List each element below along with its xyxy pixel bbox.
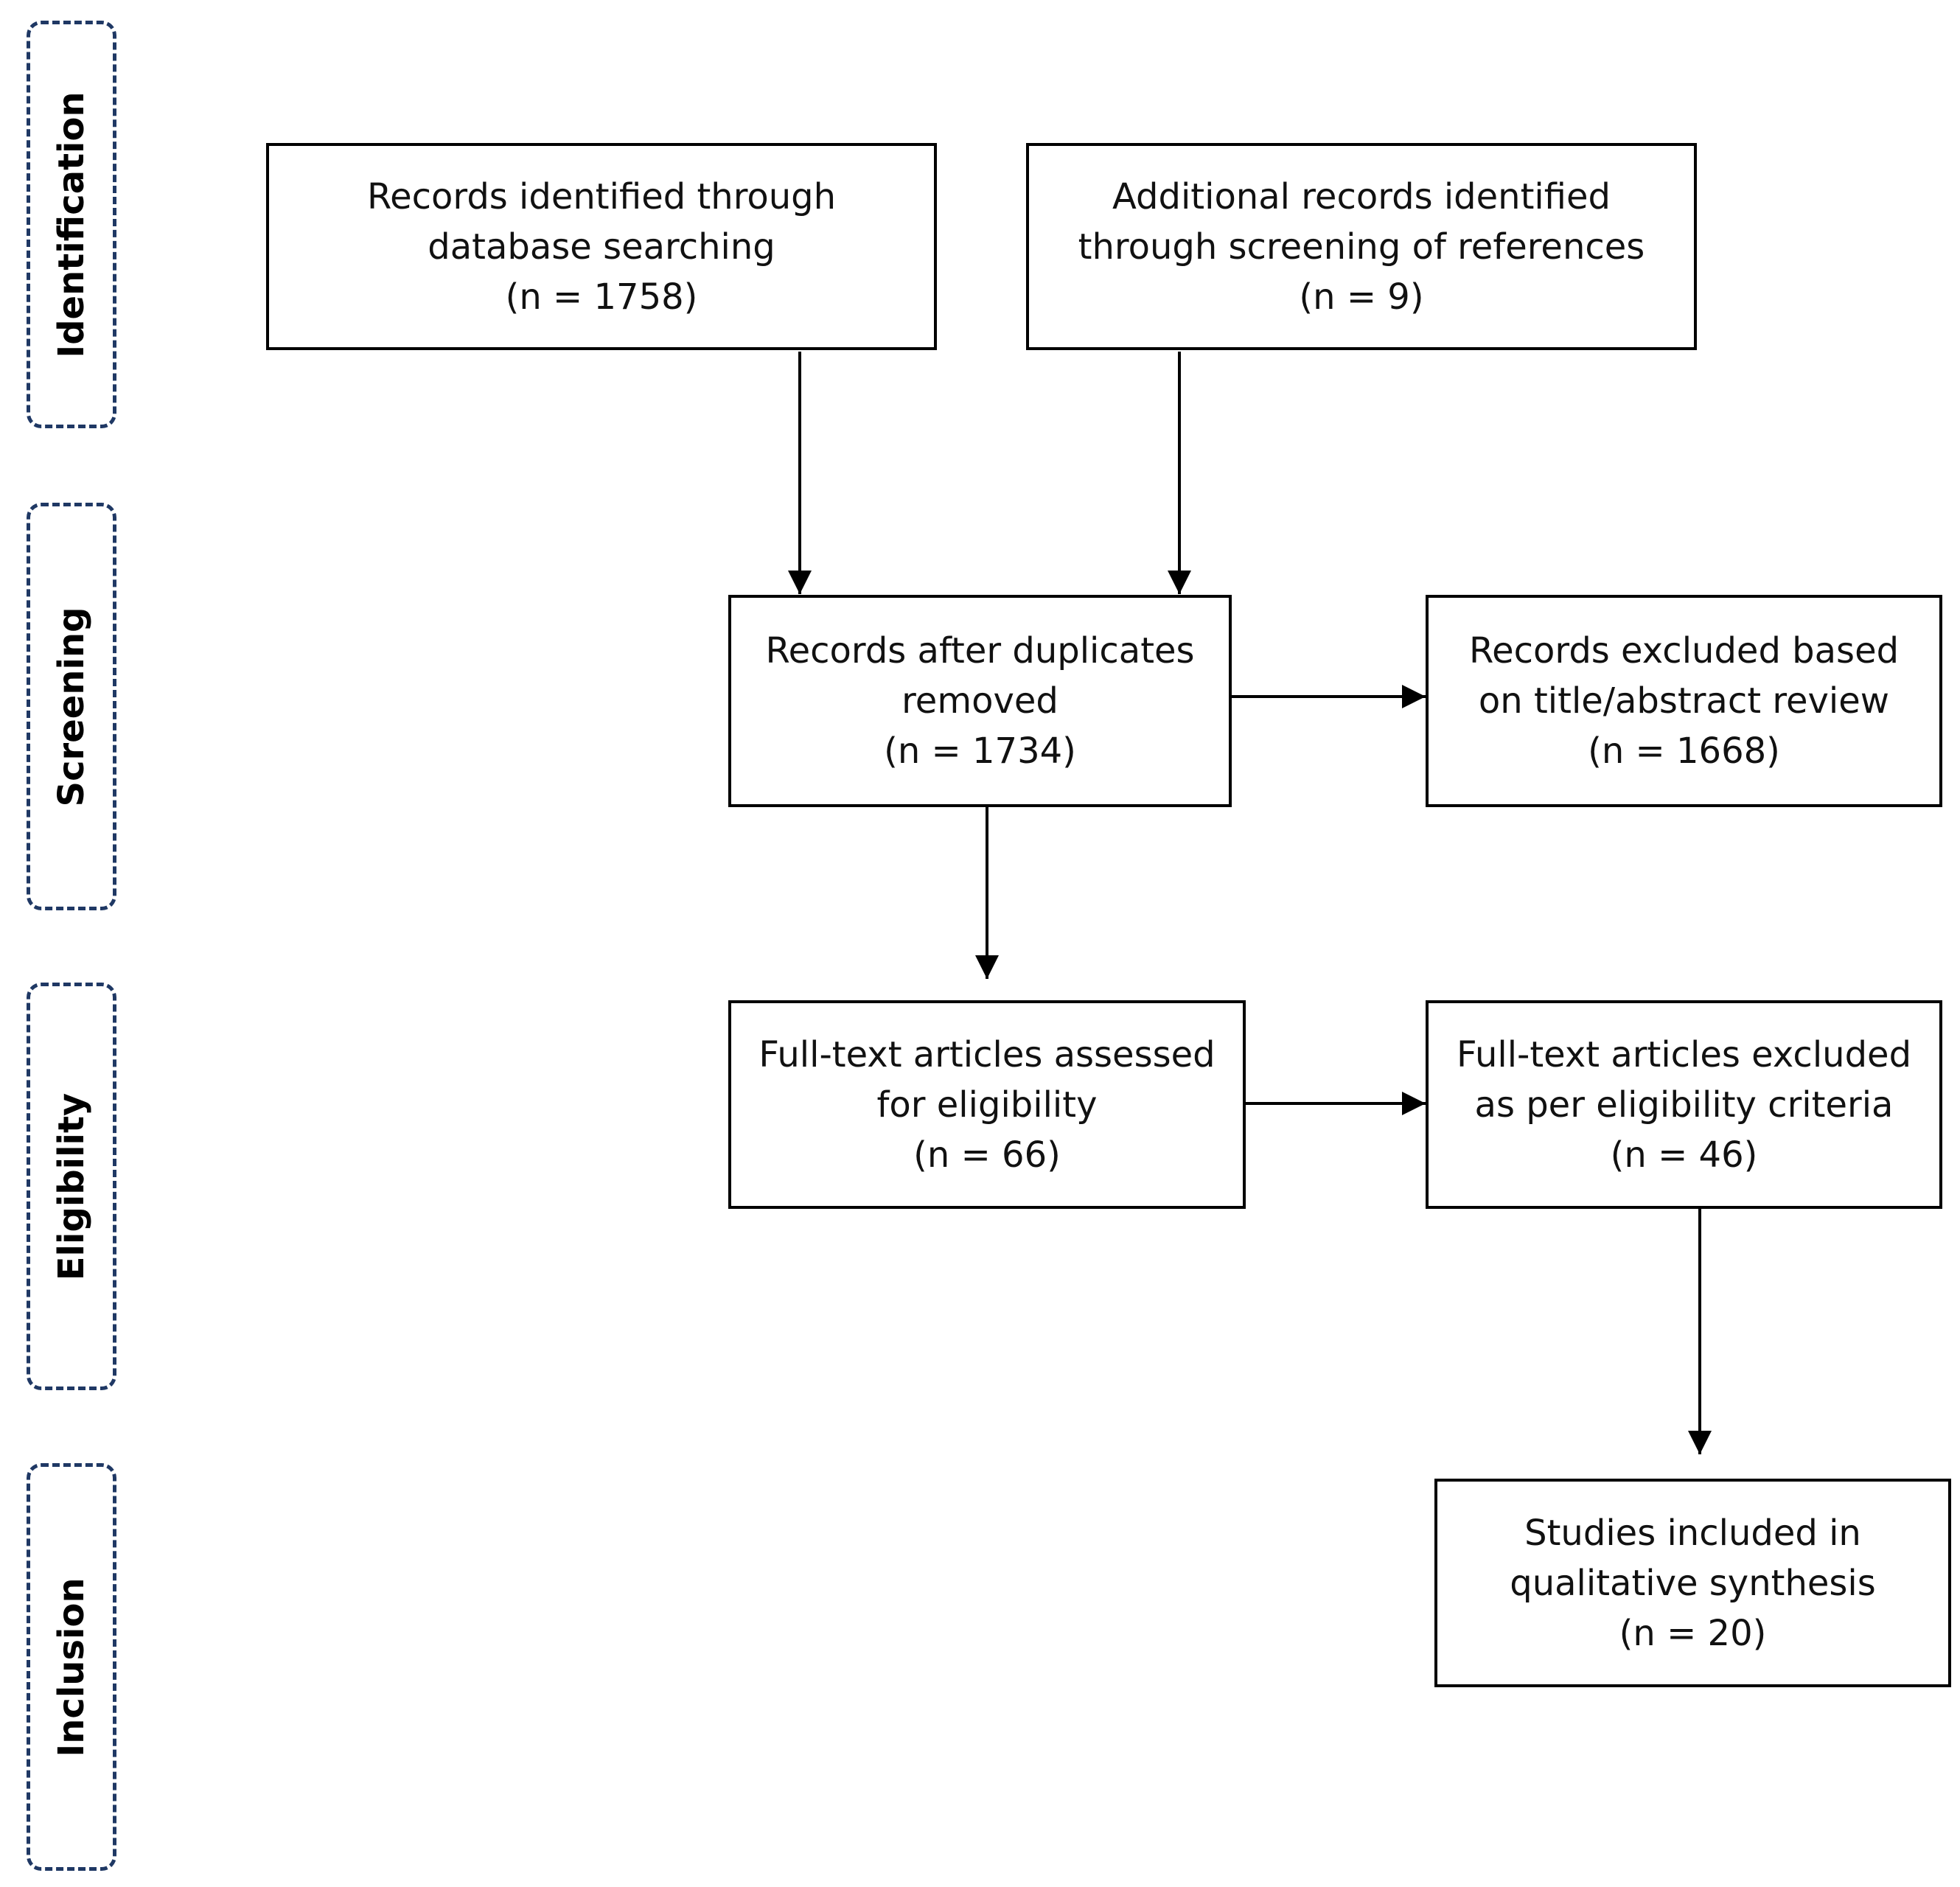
box-text-line: database searching — [428, 226, 775, 268]
box-text-line: Records excluded based — [1468, 630, 1900, 672]
box-count: (n = 1734) — [884, 730, 1076, 772]
box-count: (n = 20) — [1619, 1612, 1767, 1654]
box-studies-included: Studies included in qualitative synthesi… — [1434, 1479, 1951, 1687]
phase-eligibility: Eligibility — [27, 983, 116, 1390]
box-text-line: for eligibility — [876, 1084, 1098, 1126]
box-excluded-title-abstract: Records excluded based on title/abstract… — [1426, 595, 1942, 807]
phase-identification: Identification — [27, 21, 116, 428]
box-count: (n = 46) — [1610, 1134, 1758, 1176]
box-text-line: Additional records identified — [1112, 175, 1611, 217]
phase-label-identification: Identification — [51, 91, 92, 358]
box-text-line: removed — [901, 680, 1059, 722]
box-database-records: Records identified through database sear… — [266, 143, 937, 350]
box-count: (n = 9) — [1299, 276, 1424, 318]
phase-label-inclusion: Inclusion — [51, 1577, 92, 1757]
box-fulltext-assessed: Full-text articles assessed for eligibil… — [728, 1000, 1246, 1209]
box-text-line: Studies included in — [1524, 1512, 1861, 1554]
box-text-line: qualitative synthesis — [1510, 1562, 1876, 1604]
box-after-duplicates: Records after duplicates removed (n = 17… — [728, 595, 1232, 807]
box-text-line: through screening of references — [1078, 226, 1645, 268]
box-text-line: on title/abstract review — [1478, 680, 1890, 722]
box-count: (n = 1758) — [505, 276, 698, 318]
box-text-line: Records identified through — [366, 175, 837, 217]
box-text-line: Records after duplicates — [765, 630, 1195, 672]
box-fulltext-excluded: Full-text articles excluded as per eligi… — [1426, 1000, 1942, 1209]
phase-screening: Screening — [27, 503, 116, 910]
phase-label-eligibility: Eligibility — [51, 1092, 92, 1280]
box-text-line: Full-text articles excluded — [1456, 1033, 1912, 1075]
box-text-line: as per eligibility criteria — [1474, 1084, 1894, 1126]
box-text-line: Full-text articles assessed — [758, 1033, 1216, 1075]
box-count: (n = 1668) — [1588, 730, 1780, 772]
phase-inclusion: Inclusion — [27, 1463, 116, 1871]
phase-label-screening: Screening — [51, 607, 92, 806]
box-additional-records: Additional records identified through sc… — [1026, 143, 1697, 350]
box-count: (n = 66) — [913, 1134, 1061, 1176]
